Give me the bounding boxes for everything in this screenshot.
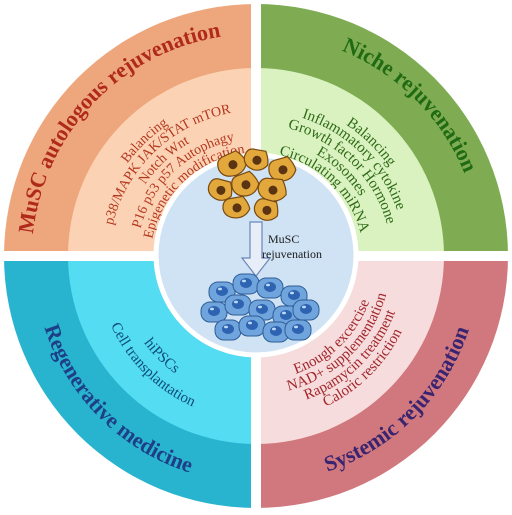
rejuvenated-muscle-stem-cells <box>200 273 320 343</box>
rejuvenated-cell <box>238 315 266 337</box>
down-arrow-icon <box>240 221 272 277</box>
aged-cell <box>243 148 269 171</box>
aged-muscle-stem-cells <box>207 148 297 221</box>
rejuvenated-cell <box>224 294 252 316</box>
rejuvenated-cell <box>256 277 284 299</box>
center-caption: MuSC rejuvenation <box>262 232 322 261</box>
aged-cell <box>222 195 251 219</box>
aged-cell <box>257 177 287 202</box>
rejuvenated-cell <box>284 319 312 341</box>
aged-cell <box>217 150 248 177</box>
rejuvenated-cell <box>214 319 242 341</box>
aged-cell <box>207 178 233 201</box>
aged-cell <box>231 170 260 197</box>
aged-cell <box>253 198 279 221</box>
rejuvenated-cell <box>232 273 260 295</box>
aged-cell <box>268 156 297 182</box>
rejuvenated-cell <box>292 299 320 321</box>
rejuvenated-cell <box>200 301 228 323</box>
